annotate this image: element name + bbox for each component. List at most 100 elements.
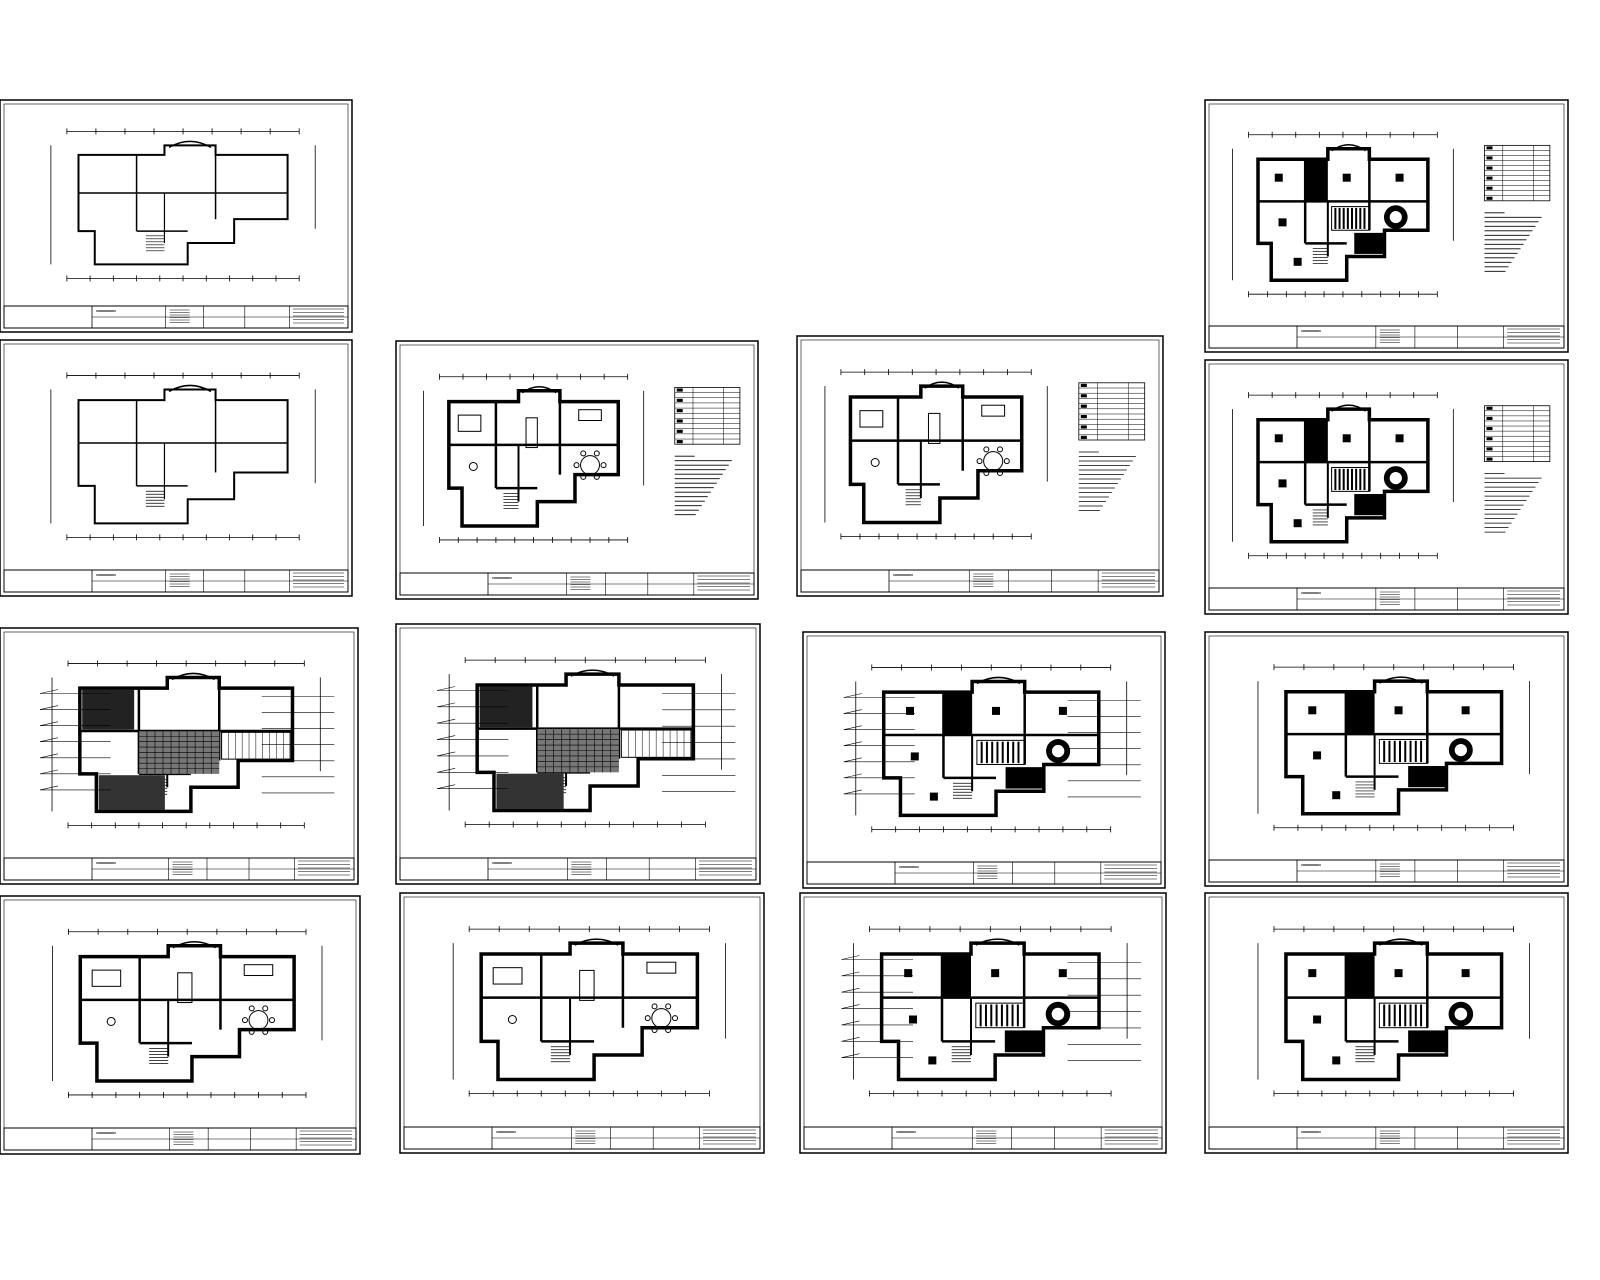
drawing-sheet bbox=[1204, 631, 1569, 887]
floor-plan bbox=[824, 369, 1048, 540]
dining-table bbox=[580, 455, 600, 476]
ceiling-light bbox=[992, 706, 1001, 715]
dark-ceiling-zone bbox=[1354, 232, 1385, 254]
sofa bbox=[177, 972, 193, 1004]
exterior-walls bbox=[879, 941, 1101, 1082]
bay-window bbox=[1379, 676, 1423, 684]
sheet-inner-border bbox=[3, 343, 349, 593]
sheet-frame bbox=[802, 631, 1166, 889]
sheet-frame bbox=[1204, 359, 1569, 615]
bay-window bbox=[168, 140, 212, 149]
drawing-sheet bbox=[1204, 359, 1569, 615]
staircase bbox=[1355, 781, 1375, 798]
floor-plan bbox=[423, 373, 645, 543]
stripe-ceiling bbox=[975, 1002, 1025, 1029]
staircase bbox=[953, 782, 973, 799]
table bbox=[870, 458, 880, 468]
staircase bbox=[951, 1046, 971, 1063]
bed bbox=[457, 414, 482, 432]
sheet-frame bbox=[0, 895, 361, 1155]
ceiling-light bbox=[906, 706, 915, 715]
ceiling-light bbox=[1308, 706, 1317, 715]
staircase bbox=[145, 490, 165, 507]
bay-window bbox=[570, 669, 615, 677]
furniture bbox=[492, 961, 678, 1033]
stripe-ceiling bbox=[1331, 466, 1370, 492]
floor-plan bbox=[52, 928, 323, 1098]
floor-plan bbox=[437, 657, 736, 828]
sheet-frame bbox=[395, 623, 761, 885]
sheet-frame bbox=[0, 339, 353, 597]
staircase bbox=[145, 235, 165, 252]
cabinet bbox=[578, 409, 602, 422]
dining-table bbox=[248, 1010, 269, 1031]
sheet-inner-border bbox=[806, 635, 1162, 885]
dark-ceiling-zone bbox=[943, 692, 973, 736]
floor-plan bbox=[39, 660, 335, 829]
sheet-inner-border bbox=[800, 339, 1160, 593]
dining-table bbox=[983, 451, 1004, 472]
exterior-walls bbox=[1256, 147, 1430, 282]
ceiling-light bbox=[1394, 706, 1403, 715]
ceiling-light bbox=[1308, 969, 1317, 978]
dark-ceiling-zone bbox=[1004, 1030, 1044, 1053]
ceiling-light bbox=[928, 1056, 937, 1065]
sheet-frame bbox=[399, 892, 765, 1154]
legend-table bbox=[1078, 382, 1146, 441]
staircase bbox=[1355, 1046, 1375, 1063]
sheet-frame bbox=[1204, 631, 1569, 887]
ceiling-light bbox=[1278, 479, 1287, 488]
exterior-walls bbox=[447, 389, 621, 528]
bay-window bbox=[171, 672, 215, 681]
ceiling-light bbox=[909, 1015, 918, 1024]
stripe-ceiling bbox=[976, 739, 1026, 765]
floor-plan bbox=[843, 664, 1141, 833]
ceiling-light bbox=[1293, 519, 1302, 528]
ceiling-light bbox=[1313, 751, 1322, 760]
drawing-sheet bbox=[0, 339, 353, 597]
sofa bbox=[579, 969, 595, 1001]
sheet-inner-border bbox=[3, 899, 357, 1151]
ceiling-light bbox=[1332, 791, 1341, 800]
drawing-sheet bbox=[1204, 892, 1569, 1154]
ceiling-light bbox=[1394, 969, 1403, 978]
ceiling-light bbox=[1342, 173, 1351, 182]
bed bbox=[492, 967, 523, 985]
ceiling-light bbox=[910, 752, 919, 761]
dark-ceiling-zone bbox=[1305, 159, 1328, 202]
furniture bbox=[859, 404, 1010, 476]
bay-window bbox=[574, 938, 619, 946]
exterior-walls bbox=[77, 144, 289, 266]
exterior-walls bbox=[475, 672, 696, 813]
staircase bbox=[503, 493, 519, 509]
staircase bbox=[1312, 248, 1328, 265]
exterior-walls bbox=[881, 679, 1101, 818]
exterior-walls bbox=[77, 388, 289, 525]
sheet-inner-border bbox=[3, 103, 349, 329]
sheet-frame bbox=[1204, 99, 1569, 353]
bed bbox=[91, 969, 122, 987]
exterior-walls bbox=[1284, 679, 1504, 816]
exterior-walls bbox=[78, 675, 295, 814]
drawing-sheet bbox=[799, 892, 1167, 1154]
sheet-inner-border bbox=[403, 896, 761, 1150]
exterior-walls bbox=[479, 941, 700, 1082]
dark-ceiling-zone bbox=[1345, 691, 1375, 735]
stripe-ceiling bbox=[1331, 206, 1370, 231]
dark-ceiling-zone bbox=[1408, 1030, 1447, 1053]
ceiling-light bbox=[1395, 434, 1404, 443]
dark-ceiling-zone bbox=[1354, 494, 1385, 516]
ceiling-light bbox=[1058, 969, 1067, 978]
sofa bbox=[927, 412, 941, 444]
exterior-walls bbox=[78, 944, 296, 1083]
furniture bbox=[457, 409, 607, 480]
sheet-frame bbox=[395, 340, 759, 600]
exterior-walls bbox=[848, 384, 1024, 525]
bay-window bbox=[168, 384, 212, 393]
drawing-sheet bbox=[796, 335, 1164, 597]
legend-table bbox=[674, 387, 741, 445]
table bbox=[106, 1016, 116, 1026]
stripe-ceiling bbox=[1378, 738, 1428, 764]
floor-plan bbox=[1257, 926, 1530, 1097]
floor-plan bbox=[452, 926, 726, 1097]
